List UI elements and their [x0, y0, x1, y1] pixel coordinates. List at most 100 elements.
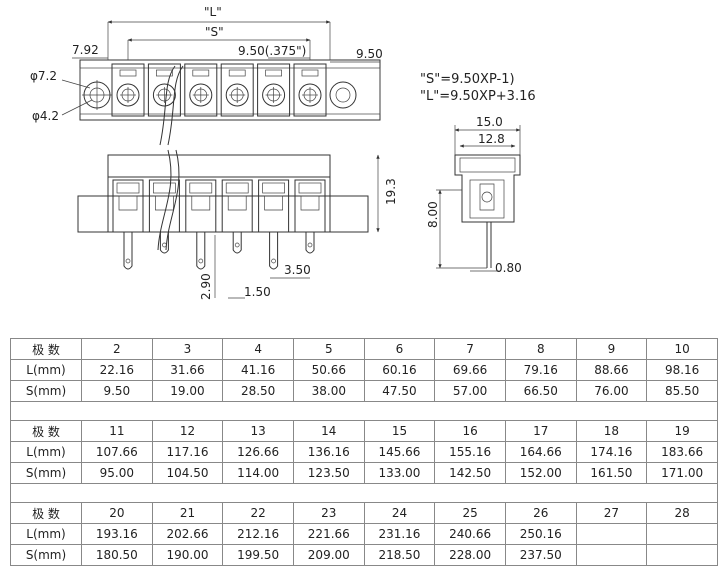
table-cell: 28 — [646, 502, 718, 524]
terminal-cell — [221, 179, 253, 233]
table-cell: 136.16 — [292, 441, 365, 463]
table-cell: 16 — [434, 420, 506, 442]
table-cell: 79.16 — [504, 359, 577, 381]
table-cell: 13 — [222, 420, 294, 442]
table-cell: 26 — [504, 502, 577, 524]
table-cell: 50.66 — [292, 359, 365, 381]
table-cell: 180.50 — [81, 544, 153, 566]
table-cell: 133.00 — [363, 462, 436, 484]
table-cell: 171.00 — [646, 462, 718, 484]
dim-1-50: 1.50 — [244, 285, 271, 299]
table-cell: 8 — [504, 338, 577, 360]
dim-pitch: 9.50(.375") — [238, 44, 306, 58]
table-cell: 38.00 — [292, 380, 365, 402]
dim-15-0: 15.0 — [476, 115, 503, 129]
separator-cell — [10, 401, 718, 421]
table-cell: 5 — [292, 338, 365, 360]
table-cell: 117.16 — [151, 441, 224, 463]
screw-terminal — [184, 63, 218, 117]
table-cell: 31.66 — [151, 359, 224, 381]
table-cell: 98.16 — [646, 359, 718, 381]
screw-terminal — [220, 63, 254, 117]
table-cell — [575, 544, 648, 566]
table-cell: 7 — [434, 338, 506, 360]
table-cell: 69.66 — [434, 359, 506, 381]
table-cell: 11 — [81, 420, 153, 442]
table-cell: 209.00 — [292, 544, 365, 566]
table-cell: 218.50 — [363, 544, 436, 566]
table-cell: 2 — [81, 338, 153, 360]
table-cell: 88.66 — [575, 359, 648, 381]
mount-hole-right — [329, 81, 357, 109]
table-cell: 41.16 — [222, 359, 294, 381]
table-cell: 228.00 — [434, 544, 506, 566]
dim-19-3: 19.3 — [384, 178, 398, 205]
dim-S-label: "S" — [205, 25, 224, 39]
table-cell: 60.16 — [363, 359, 436, 381]
row-label: S(mm) — [10, 544, 82, 566]
table-cell: 250.16 — [504, 523, 577, 545]
table-cell: 114.00 — [222, 462, 294, 484]
table-cell — [646, 544, 718, 566]
solder-pin — [196, 232, 206, 270]
row-label: 极 数 — [10, 502, 82, 524]
dim-7-92: 7.92 — [72, 43, 99, 57]
table-cell — [575, 523, 648, 545]
screw-terminal — [111, 63, 145, 117]
table-cell: 4 — [222, 338, 294, 360]
table-cell: 25 — [434, 502, 506, 524]
table-cell: 212.16 — [222, 523, 294, 545]
table-cell: 126.66 — [222, 441, 294, 463]
table-cell: 10 — [646, 338, 718, 360]
formula-S: "S"=9.50XP-1) — [420, 72, 515, 87]
terminal-cell — [294, 179, 326, 233]
separator-row — [10, 483, 718, 503]
table-cell: 12 — [151, 420, 224, 442]
terminal-cell — [112, 179, 144, 233]
front-view: 19.3 2.90 1.50 3.50 — [77, 149, 398, 300]
table-cell: 104.50 — [151, 462, 224, 484]
screw-terminal — [293, 63, 327, 117]
table-cell: 18 — [575, 420, 648, 442]
row-label: S(mm) — [10, 380, 82, 402]
row-label: 极 数 — [10, 420, 82, 442]
row-label: L(mm) — [10, 441, 82, 463]
table-cell: 47.50 — [363, 380, 436, 402]
terminal-cell — [185, 179, 217, 233]
separator-cell — [10, 483, 718, 503]
table-cell: 107.66 — [81, 441, 153, 463]
dim-L-label: "L" — [204, 5, 222, 19]
table-cell: 21 — [151, 502, 224, 524]
technical-drawing: "L" "S" 7.92 9.50(.375") 9.50 φ7.2 φ4.2 … — [30, 5, 536, 300]
table-cell: 190.00 — [151, 544, 224, 566]
table-cell: 9.50 — [81, 380, 153, 402]
table-cell: 240.66 — [434, 523, 506, 545]
solder-pin — [232, 232, 242, 254]
dim-phi-7-2: φ7.2 — [30, 69, 57, 83]
table-cell: 3 — [151, 338, 224, 360]
table-cell: 152.00 — [504, 462, 577, 484]
side-view: 15.0 12.8 8.00 0.80 — [426, 115, 522, 275]
table-cell: 193.16 — [81, 523, 153, 545]
row-label: L(mm) — [10, 523, 82, 545]
table-cell: 15 — [363, 420, 436, 442]
table-cell: 19.00 — [151, 380, 224, 402]
row-label: 极 数 — [10, 338, 82, 360]
table-cell: 28.50 — [222, 380, 294, 402]
table-cell: 161.50 — [575, 462, 648, 484]
dim-0-80: 0.80 — [495, 261, 522, 275]
formula-L: "L"=9.50XP+3.16 — [420, 89, 536, 104]
table-cell: 76.00 — [575, 380, 648, 402]
table-cell: 183.66 — [646, 441, 718, 463]
table-cell: 174.16 — [575, 441, 648, 463]
table-cell: 66.50 — [504, 380, 577, 402]
table-cell: 142.50 — [434, 462, 506, 484]
table-cell — [646, 523, 718, 545]
table-cell: 9 — [575, 338, 648, 360]
